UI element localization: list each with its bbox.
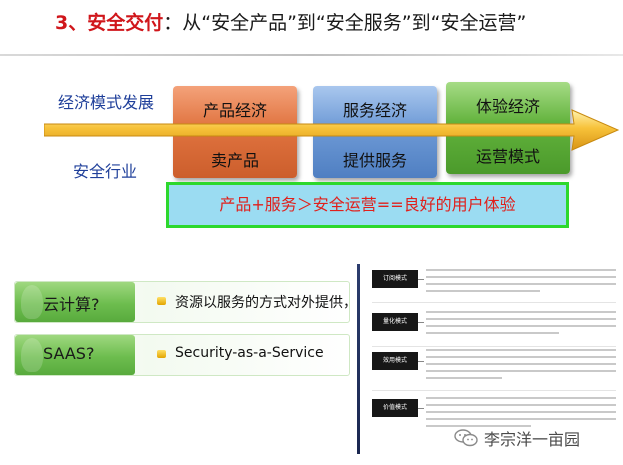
saas-tab: SAAS? — [15, 335, 135, 375]
page-title: 3、安全交付：从“安全产品”到“安全服务”到“安全运营” — [55, 8, 526, 35]
mode-quantified-text — [426, 306, 616, 346]
formula-text: 产品+服务＞安全运营==良好的用户体验 — [219, 195, 516, 214]
mode-quantified: 量化模式 — [372, 313, 418, 331]
block-experience-bottom: 运营模式 — [475, 147, 540, 166]
mode-connector — [418, 322, 424, 323]
mode-subscription: 订阅模式 — [372, 270, 418, 288]
title-main: 安全交付 — [87, 12, 164, 34]
mode-value-text — [426, 392, 616, 432]
saas-bar: SAAS? Security-as-a-Service — [14, 334, 350, 376]
bullet-icon — [157, 297, 166, 305]
mode-value: 价值模式 — [372, 399, 418, 417]
cloud-computing-desc: 资源以服务的方式对外提供， — [175, 295, 349, 311]
block-product-bottom: 卖产品 — [210, 151, 259, 170]
mode-connector — [418, 279, 424, 280]
timeline-arrow — [44, 109, 620, 151]
title-divider — [0, 54, 623, 56]
thumbnail-slide: 订阅模式 量化模式 效用模式 价值模式 — [354, 262, 622, 462]
saas-desc: Security-as-a-Service — [175, 345, 324, 361]
cloud-computing-tab: 云计算? — [15, 282, 135, 322]
row-label-industry: 安全行业 — [73, 162, 138, 181]
title-number: 3、 — [55, 12, 88, 34]
figure-silhouette-icon — [21, 285, 43, 319]
mode-connector — [418, 361, 424, 362]
thumbnail-separator — [372, 390, 616, 391]
thumbnail-separator — [372, 302, 616, 303]
block-service-bottom: 提供服务 — [342, 151, 407, 170]
cloud-computing-label: 云计算? — [43, 295, 100, 314]
figure-silhouette-icon — [21, 338, 43, 372]
mode-utility: 效用模式 — [372, 352, 418, 370]
mode-subscription-text — [426, 264, 616, 304]
cloud-computing-bar: 云计算? 资源以服务的方式对外提供， — [14, 281, 350, 323]
thumbnail-separator — [372, 346, 616, 347]
block-service-top: 服务经济 — [342, 101, 407, 120]
mode-utility-text — [426, 344, 616, 384]
row-label-economic: 经济模式发展 — [58, 93, 155, 112]
watermark-text: 李宗洋一亩园 — [484, 430, 581, 449]
bullet-icon — [157, 350, 166, 358]
block-experience-top: 体验经济 — [475, 97, 540, 116]
saas-label: SAAS? — [43, 344, 95, 363]
mode-connector — [418, 408, 424, 409]
formula-box: 产品+服务＞安全运营==良好的用户体验 — [166, 182, 569, 228]
block-product-top: 产品经济 — [202, 101, 267, 120]
title-rest: ：从“安全产品”到“安全服务”到“安全运营” — [163, 12, 527, 34]
wechat-icon — [454, 429, 478, 447]
thumbnail-timeline — [357, 264, 360, 454]
